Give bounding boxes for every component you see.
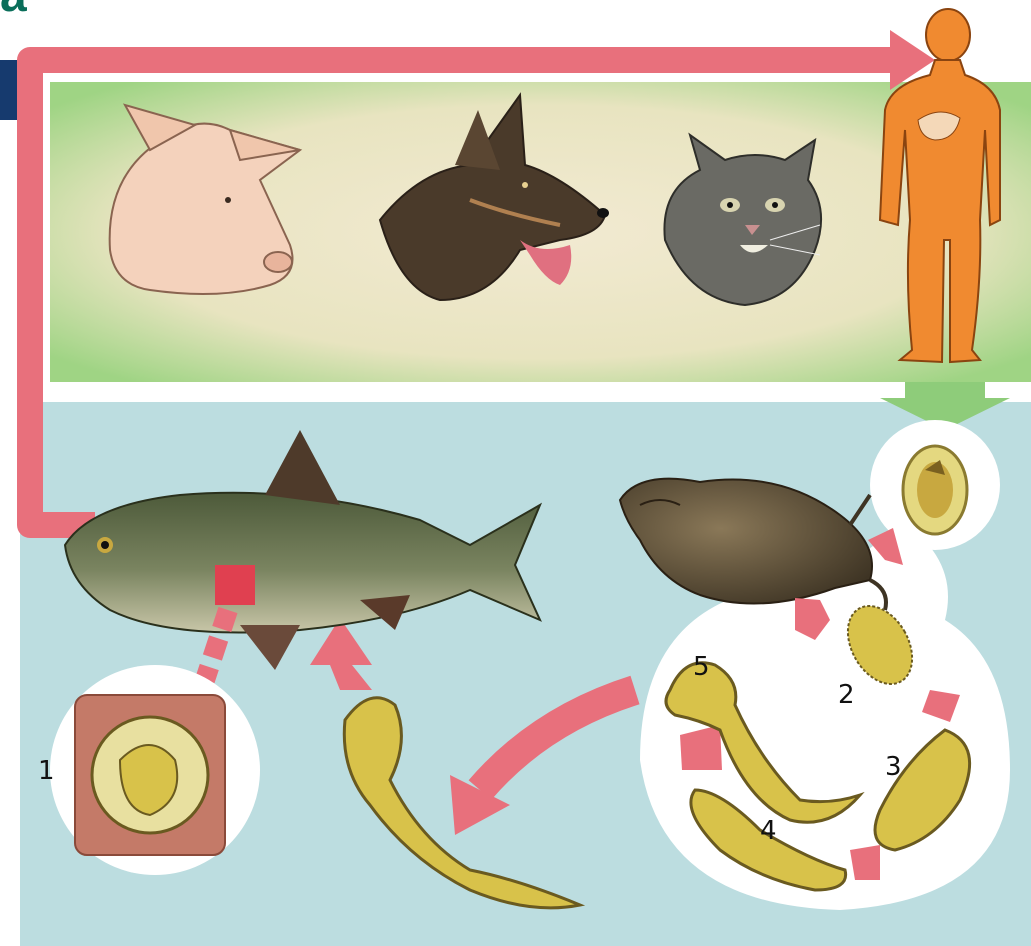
infected-tissue bbox=[215, 565, 255, 605]
stage-label-3: 3 bbox=[885, 752, 902, 782]
stage-label-2: 2 bbox=[838, 680, 855, 710]
stage-label-4: 4 bbox=[760, 816, 777, 846]
stage-label-5: 5 bbox=[693, 652, 710, 682]
stage4-to-3-arrow bbox=[850, 845, 880, 880]
egg bbox=[903, 446, 967, 534]
stage-label-1: 1 bbox=[38, 756, 55, 786]
